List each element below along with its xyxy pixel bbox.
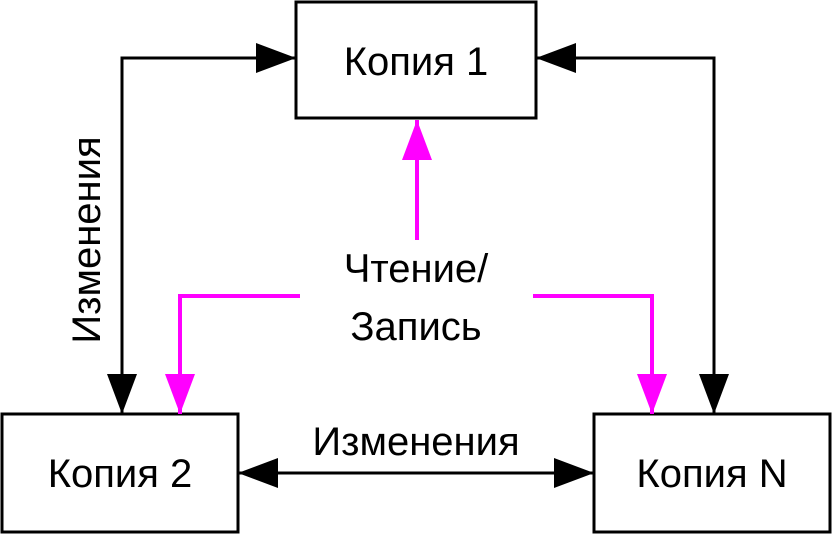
changes-connector-copy1-copy2 — [107, 43, 296, 414]
node-copy-1-label: Копия 1 — [344, 40, 489, 84]
node-copy-n-box — [592, 412, 832, 534]
node-copy-n: Копия N — [592, 412, 832, 534]
changes-label-left: Изменения — [65, 136, 109, 343]
node-copy-2: Копия 2 — [0, 412, 240, 534]
changes-label-bottom: Изменения — [312, 420, 519, 464]
readwrite-arrow-to-copyn — [533, 294, 667, 414]
node-copy-n-label: Копия N — [636, 452, 787, 496]
node-copy-1-box — [294, 0, 538, 120]
readwrite-arrow-to-copy2 — [165, 294, 300, 414]
node-copy-1: Копия 1 — [294, 0, 538, 120]
node-copy-2-label: Копия 2 — [48, 452, 193, 496]
changes-connector-copy1-copyn — [536, 43, 729, 414]
readwrite-label-line2: Запись — [350, 305, 481, 349]
node-copy-2-box — [0, 412, 240, 534]
readwrite-label-line1: Чтение/ — [344, 247, 489, 291]
